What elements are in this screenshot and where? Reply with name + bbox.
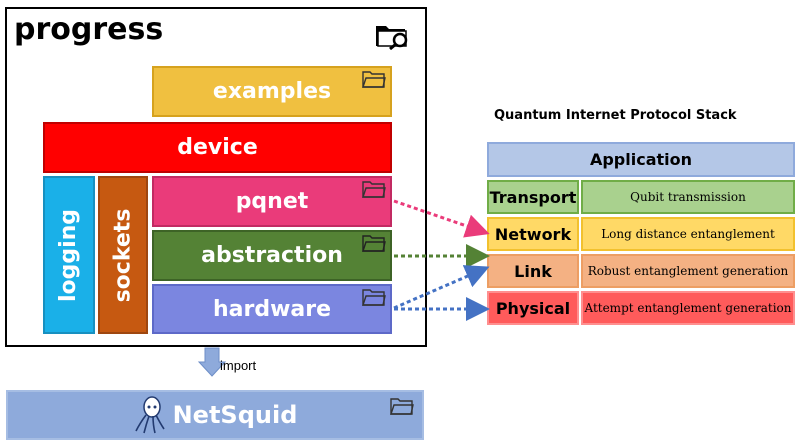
folder-icon[interactable] (390, 397, 414, 415)
layer-name-cell: Link (487, 254, 579, 288)
arrow-hardware-link (393, 265, 490, 310)
module-device[interactable]: device (43, 122, 392, 173)
layer-name-cell: Transport (487, 180, 579, 214)
layer-desc: Attempt entanglement generation (584, 301, 792, 315)
layer-application-label: Application (589, 150, 693, 169)
netsquid-label: NetSquid (172, 401, 298, 429)
layer-name: Link (514, 261, 552, 281)
layer-application: Application (487, 142, 795, 177)
layer-row-network: Network Long distance entanglement (487, 217, 795, 251)
folder-icon[interactable] (362, 288, 386, 306)
module-abstraction[interactable]: abstraction (152, 230, 392, 281)
netsquid-block[interactable]: NetSquid (6, 390, 424, 440)
module-hardware[interactable]: hardware (152, 284, 392, 334)
layer-desc-cell: Attempt entanglement generation (581, 291, 795, 325)
folder-icon[interactable] (362, 180, 386, 198)
layer-row-link: Link Robust entanglement generation (487, 254, 795, 288)
module-device-label: device (177, 135, 258, 160)
module-logging[interactable]: logging (43, 176, 95, 334)
layer-desc-cell: Robust entanglement generation (581, 254, 795, 288)
layer-name: Transport (489, 187, 577, 207)
module-sockets[interactable]: sockets (98, 176, 148, 334)
layer-name: Physical (495, 298, 571, 318)
layer-name-cell: Physical (487, 291, 579, 325)
layer-desc: Long distance entanglement (601, 227, 775, 241)
layer-desc-cell: Long distance entanglement (581, 217, 795, 251)
layer-desc-cell: Qubit transmission (581, 180, 795, 214)
folder-search-icon[interactable] (374, 20, 410, 50)
squid-icon (134, 396, 165, 434)
stack-title: Quantum Internet Protocol Stack (494, 108, 737, 123)
layer-row-transport: Transport Qubit transmission (487, 180, 795, 214)
layer-name: Network (494, 224, 572, 244)
module-pqnet[interactable]: pqnet (152, 176, 392, 227)
import-arrow (197, 347, 227, 377)
layer-name-cell: Network (487, 217, 579, 251)
folder-icon[interactable] (362, 70, 386, 88)
layer-row-physical: Physical Attempt entanglement generation (487, 291, 795, 325)
layer-desc: Robust entanglement generation (587, 264, 789, 278)
module-examples-label: examples (212, 79, 332, 104)
import-label: import (220, 358, 257, 373)
folder-icon[interactable] (362, 234, 386, 252)
module-hardware-label: hardware (212, 296, 332, 322)
arrow-pqnet-network (393, 199, 490, 238)
library-title: progress (14, 12, 164, 47)
module-examples[interactable]: examples (152, 66, 392, 117)
module-abstraction-label: abstraction (201, 243, 343, 268)
module-pqnet-label: pqnet (235, 189, 309, 214)
layer-desc: Qubit transmission (630, 190, 746, 204)
